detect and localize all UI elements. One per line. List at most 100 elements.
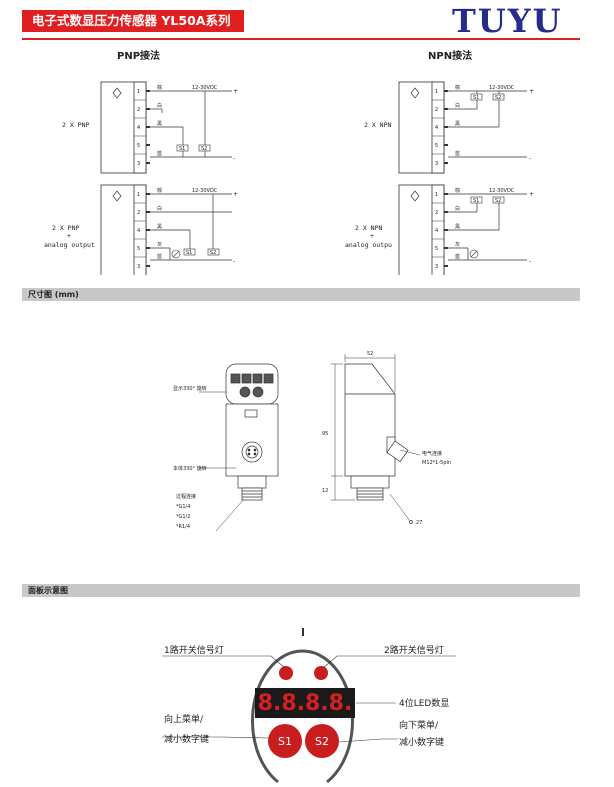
npn2-white: 白 [455,205,460,212]
npn1-brown: 棕 [455,84,460,91]
pnp1-black: 黑 [157,121,162,127]
pnp2-minus: - [233,258,235,265]
npn-title: NPN接法 [428,51,473,62]
pnp2-white: 白 [157,205,162,212]
pnp-analog-plus: + [67,232,71,240]
npn1-plus: + [529,88,534,95]
panel-section-title: 面板示意图 [22,584,580,597]
npn2-black: 黑 [455,224,460,230]
npn2-pin-4: 4 [435,228,438,234]
brand-logo: TUYU [452,2,563,40]
pnp2-pin-2: 2 [137,210,140,216]
dim-width: 52 [367,351,373,357]
pnp1-plus: + [233,88,238,95]
sensor-front-view [199,363,279,532]
npn-analog-label: 2 X NPN [355,224,382,232]
thread-g12: *G1/2 [176,514,190,520]
electrical-connection-label: 电气连接 [422,450,442,457]
led-digits: 8.8.8.8. [258,691,353,716]
switch-2-led-label: 2路开关信号灯 [384,644,444,656]
pnp-analog-label: 2 X PNP [52,224,79,232]
s1-button[interactable] [268,724,302,758]
pnp1-minus: - [233,155,235,162]
pnp2-plus: + [233,191,238,198]
npn1-pin-2: 2 [435,107,438,113]
npn-diagram [398,81,527,174]
display-rotation-label: 显示330° 旋转 [173,385,207,392]
pnp-diagram [100,81,232,174]
npn2-supply: 12-30VDC [489,188,515,194]
process-connection-label: 过程连接 [176,493,196,500]
s1-button-label: S1 [278,735,292,748]
pnp1-pin-2: 2 [137,107,140,113]
wiring-diagrams: 1 2 4 5 3 1 2 4 5 3 1 2 4 5 3 1 2 4 5 3 … [44,81,534,275]
header-divider [22,38,580,40]
npn2-plus: + [529,191,534,198]
npn1-s2: S2 [495,95,501,101]
npn1-blue: 蓝 [455,150,460,157]
s2-button[interactable] [305,724,339,758]
npn2-s1: S1 [473,198,479,204]
up-key-label-1: 向上菜单/ [164,713,204,725]
pnp2-pin-4: 4 [137,228,140,234]
pnp1-pin-5: 5 [137,143,140,149]
pnp1-s2: S2 [201,146,207,152]
npn1-pin-5: 5 [435,143,438,149]
pnp2-supply: 12-30VDC [192,188,218,194]
pnp-title: PNP接法 [117,51,161,62]
npn1-pin-3: 3 [435,161,438,167]
switch-1-led [279,666,293,680]
npn1-s1: S1 [473,95,479,101]
npn1-supply: 12-30VDC [489,85,515,91]
pnp1-pin-1: 1 [137,89,140,95]
thread-g14: *G1/4 [176,504,190,510]
npn2-pin-3: 3 [435,264,438,270]
npn1-pin-1: 1 [435,89,438,95]
pnp2-pin-5: 5 [137,246,140,252]
pnp2-s2: S2 [210,250,216,256]
pnp2-blue: 蓝 [157,253,162,260]
down-key-label-2: 减小数字键 [399,736,444,748]
connector-spec-label: M12*1-5pin [422,460,451,466]
panel-diagram: 8.8.8.8. S1 S2 1路开关信号灯 2路开关信号灯 4位LED数显 向… [162,628,456,784]
pnp1-pin-3: 3 [137,161,140,167]
npn2-pin-1: 1 [435,192,438,198]
dimension-drawing: 显示330° 旋转 本体330° 旋转 过程连接 *G1/4 *G1/2 *R1… [173,351,451,532]
npn2-minus: - [529,258,531,265]
switch-1-led-label: 1路开关信号灯 [164,644,224,656]
pnp1-brown: 棕 [157,84,162,91]
pnp1-supply: 12-30VDC [192,85,218,91]
display-label: 4位LED数显 [399,697,449,709]
s2-button-label: S2 [315,735,329,748]
pnp2-pin-1: 1 [137,192,140,198]
pnp2-pin-3: 3 [137,264,140,270]
panel-outline [251,649,354,784]
npn1-black: 黑 [455,121,460,127]
document-title: 电子式数显压力传感器 YL50A系列 [22,10,244,32]
pnp2-grey: 灰 [157,241,162,248]
dimensions-section-title: 尺寸图 (mm) [22,288,580,301]
dim-height: 95 [322,431,328,437]
pnp2-s1: S1 [186,250,192,256]
npn-analog-diagram [398,184,527,275]
npn-label: 2 X NPN [364,121,391,129]
pnp1-pin-4: 4 [137,125,140,131]
npn2-grey: 灰 [455,241,460,248]
npn2-pin-2: 2 [435,210,438,216]
npn2-brown: 棕 [455,187,460,194]
npn2-blue: 蓝 [455,253,460,260]
npn1-white: 白 [455,102,460,109]
pnp2-black: 黑 [157,224,162,230]
pnp2-brown: 棕 [157,187,162,194]
down-key-label-1: 向下菜单/ [399,719,439,731]
led-display [255,688,355,718]
thread-r14: *R1/4 [176,524,190,530]
pnp-analog-diagram [100,184,232,275]
pnp1-blue: 蓝 [157,150,162,157]
up-key-label-2: 减小数字键 [164,733,209,745]
npn1-minus: - [529,155,531,162]
npn2-s2: S2 [495,198,501,204]
npn1-pin-4: 4 [435,125,438,131]
npn-analog-plus: + [370,232,374,240]
body-rotation-label: 本体330° 旋转 [173,465,207,472]
